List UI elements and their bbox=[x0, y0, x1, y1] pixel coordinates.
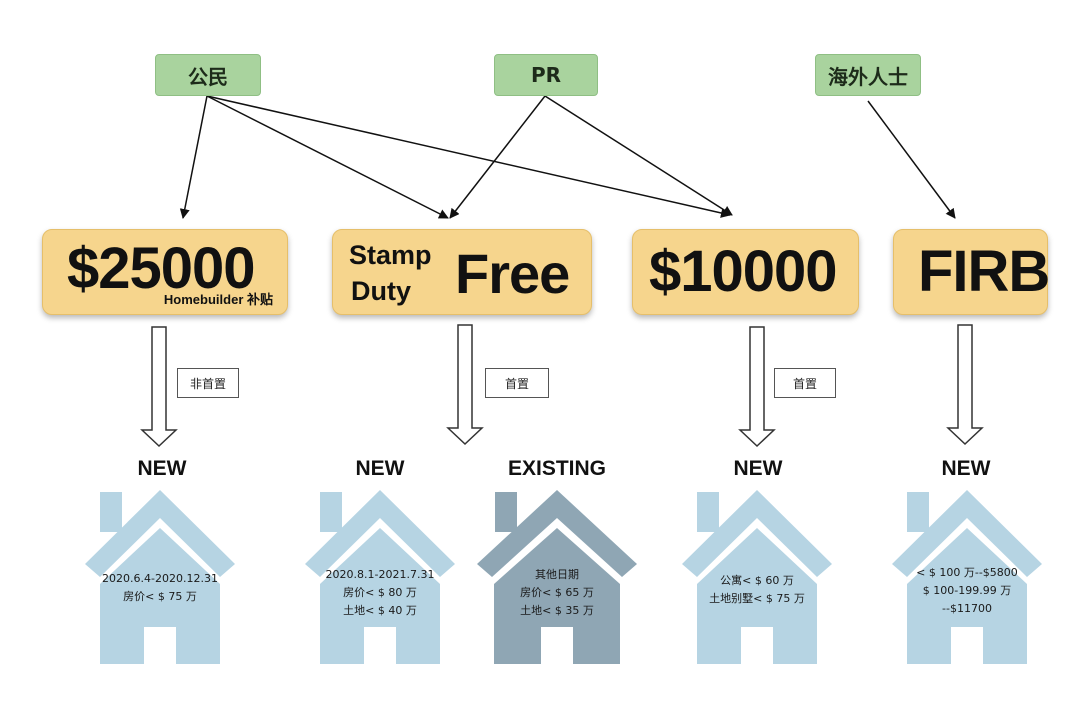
house-3-line2: 房价< $ 65 万 bbox=[520, 586, 594, 599]
house-4-door bbox=[741, 627, 773, 664]
hollow-arrow-1 bbox=[140, 326, 178, 448]
note-homebuilder: 非首置 bbox=[177, 368, 239, 398]
house-3-line1: 其他日期 bbox=[535, 568, 579, 581]
house-2-line3: 土地< $ 40 万 bbox=[343, 604, 417, 617]
house-3-roof bbox=[477, 490, 637, 577]
arrow-citizen-stampduty bbox=[206, 95, 449, 219]
house-1-roof bbox=[85, 490, 235, 577]
house-5-chimney bbox=[907, 492, 929, 532]
house-3 bbox=[477, 490, 637, 664]
house-5-roof bbox=[892, 490, 1042, 577]
house-5 bbox=[892, 490, 1042, 664]
homebuilder-amount: $25000 bbox=[67, 236, 256, 301]
house-2 bbox=[305, 490, 455, 664]
stamp-duty-line1: Stamp bbox=[349, 240, 432, 270]
house-4-roof bbox=[682, 490, 832, 577]
group-overseas-tag: 海外人士 bbox=[815, 54, 921, 96]
house-2-roof bbox=[305, 490, 455, 577]
stamp-duty-box: Stamp Duty Free bbox=[332, 229, 592, 315]
house-2-chimney bbox=[320, 492, 342, 532]
house-1-line1: 2020.6.4-2020.12.31 bbox=[102, 572, 218, 585]
property-type-h5: NEW bbox=[941, 457, 991, 480]
house-4-body bbox=[697, 528, 817, 664]
house-2-line1: 2020.8.1-2021.7.31 bbox=[325, 568, 435, 581]
note-stamp-duty: 首置 bbox=[485, 368, 549, 398]
house-4-chimney bbox=[697, 492, 719, 532]
house-4-line1: 公寓< $ 60 万 bbox=[720, 574, 794, 587]
house-1-door bbox=[144, 627, 176, 664]
hollow-arrow-2 bbox=[446, 324, 484, 446]
house-1-text: 2020.6.4-2020.12.31 房价< $ 75 万 bbox=[92, 570, 228, 606]
house-4-line2: 土地别墅< $ 75 万 bbox=[709, 592, 805, 605]
arrow-citizen-grant bbox=[206, 95, 731, 218]
grant-amount: $10000 bbox=[649, 239, 838, 304]
house-3-chimney bbox=[495, 492, 517, 532]
property-type-h1: NEW bbox=[137, 457, 187, 480]
house-5-line1: < $ 100 万--$5800 bbox=[916, 566, 1018, 579]
arrow-pr-stampduty bbox=[449, 95, 546, 219]
property-type-h4: NEW bbox=[733, 457, 783, 480]
house-3-text: 其他日期 房价< $ 65 万 土地< $ 35 万 bbox=[489, 566, 625, 620]
house-2-door bbox=[364, 627, 396, 664]
stamp-duty-line2: Duty bbox=[351, 276, 411, 306]
house-2-line2: 房价< $ 80 万 bbox=[343, 586, 417, 599]
property-type-h2: NEW bbox=[355, 457, 405, 480]
house-1 bbox=[85, 490, 235, 664]
house-2-text: 2020.8.1-2021.7.31 房价< $ 80 万 土地< $ 40 万 bbox=[312, 566, 448, 620]
house-3-door bbox=[541, 627, 573, 664]
homebuilder-subtitle: Homebuilder 补贴 bbox=[163, 292, 273, 307]
hollow-arrow-4 bbox=[946, 324, 984, 446]
house-3-body bbox=[494, 528, 620, 664]
house-5-line2: $ 100-199.99 万 bbox=[922, 584, 1012, 597]
house-5-text: < $ 100 万--$5800 $ 100-199.99 万 --$11700 bbox=[899, 564, 1035, 618]
firb-box: FIRB bbox=[893, 229, 1050, 315]
grant-box: $10000 bbox=[632, 229, 859, 315]
house-3-line3: 土地< $ 35 万 bbox=[520, 604, 594, 617]
house-5-door bbox=[951, 627, 983, 664]
firb-label: FIRB bbox=[918, 239, 1050, 304]
house-4 bbox=[682, 490, 832, 664]
group-citizen-tag: 公民 bbox=[155, 54, 261, 96]
homebuilder-box: $25000 Homebuilder 补贴 bbox=[42, 229, 288, 315]
house-5-body bbox=[907, 528, 1027, 664]
house-1-line2: 房价< $ 75 万 bbox=[123, 590, 197, 603]
hollow-arrow-3 bbox=[738, 326, 776, 448]
house-5-line3: --$11700 bbox=[942, 602, 992, 615]
house-4-text: 公寓< $ 60 万 土地别墅< $ 75 万 bbox=[689, 572, 825, 608]
house-2-body bbox=[320, 528, 440, 664]
house-1-body bbox=[100, 528, 220, 664]
arrow-overseas-firb bbox=[867, 100, 956, 219]
group-pr-tag: PR bbox=[494, 54, 598, 96]
stamp-duty-free: Free bbox=[455, 242, 570, 305]
arrow-citizen-homebuilder bbox=[179, 95, 208, 219]
house-1-chimney bbox=[100, 492, 122, 532]
property-type-h3: EXISTING bbox=[507, 457, 607, 480]
arrow-pr-grant bbox=[544, 95, 733, 216]
note-grant: 首置 bbox=[774, 368, 836, 398]
